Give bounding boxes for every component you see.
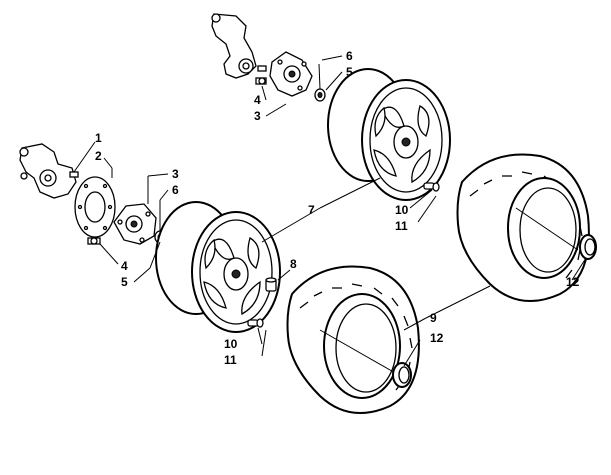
callout-2-lower: 2 bbox=[95, 149, 102, 163]
upper-hub bbox=[269, 51, 313, 97]
callout-6-lower: 6 bbox=[172, 183, 179, 197]
callout-3-lower: 3 bbox=[172, 167, 179, 181]
callout-7: 7 bbox=[308, 203, 315, 217]
callout-6-upper: 6 bbox=[346, 49, 353, 63]
callout-11-lower: 11 bbox=[224, 353, 237, 367]
callout-1-lower: 1 bbox=[95, 131, 102, 145]
lower-brake-disc bbox=[74, 176, 116, 238]
callout-10-upper: 10 bbox=[395, 203, 409, 217]
callout-12-lower: 12 bbox=[430, 331, 444, 345]
leader-lines bbox=[73, 55, 587, 367]
callout-9: 9 bbox=[430, 311, 437, 325]
upper-wheel-rim bbox=[327, 68, 451, 201]
lower-lug-nut bbox=[265, 277, 277, 292]
upper-center-cap bbox=[579, 234, 597, 260]
callout-12-upper: 12 bbox=[566, 275, 580, 289]
lower-center-cap bbox=[392, 362, 412, 388]
lower-wheel-rim bbox=[155, 201, 281, 333]
lower-stud bbox=[69, 171, 79, 178]
upper-studs bbox=[255, 65, 267, 85]
upper-tire bbox=[456, 153, 590, 302]
callout-10-lower: 10 bbox=[224, 337, 238, 351]
callout-4-lower: 4 bbox=[121, 259, 128, 273]
callout-labels: 1 2 3 6 4 5 6 5 4 3 7 8 10 11 10 11 9 12… bbox=[95, 49, 580, 367]
callout-5-lower: 5 bbox=[121, 275, 128, 289]
callout-5-upper: 5 bbox=[346, 65, 353, 79]
upper-axle-nut bbox=[314, 63, 326, 102]
upper-knuckle bbox=[211, 13, 257, 79]
callout-11-upper: 11 bbox=[395, 219, 408, 233]
callout-8: 8 bbox=[290, 257, 297, 271]
callout-3-upper: 3 bbox=[254, 109, 261, 123]
callout-4-upper: 4 bbox=[254, 93, 261, 107]
upper-valve-stem bbox=[423, 182, 440, 192]
lower-bolt bbox=[87, 237, 101, 245]
lower-knuckle bbox=[19, 143, 77, 199]
lower-hub bbox=[113, 203, 157, 245]
lower-tire bbox=[286, 265, 420, 414]
lower-valve-stem bbox=[247, 318, 264, 328]
